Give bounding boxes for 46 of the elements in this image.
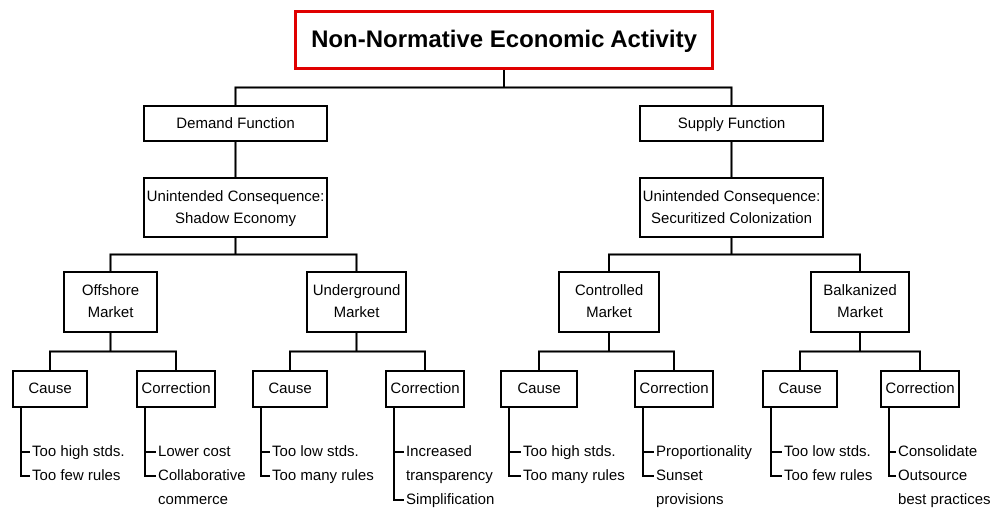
title-box: Non-Normative Economic Activity bbox=[294, 10, 714, 70]
connector-line bbox=[859, 333, 921, 370]
list-item-text: Too high stds. bbox=[32, 440, 132, 464]
connector-line bbox=[503, 70, 732, 105]
process-box: Balkanized Market bbox=[810, 271, 910, 333]
process-box: Cause bbox=[500, 370, 578, 408]
process-box: Correction bbox=[634, 370, 714, 408]
process-box: Cause bbox=[12, 370, 88, 408]
list-item-text: Simplification bbox=[406, 488, 506, 512]
list-item-text: Too few rules bbox=[32, 464, 132, 488]
connector-line bbox=[888, 408, 896, 477]
list-item-text: Too many rules bbox=[272, 464, 384, 488]
list-item-text: Too many rules bbox=[523, 464, 635, 488]
process-box: Underground Market bbox=[306, 271, 407, 333]
list-item-text: Consolidate bbox=[898, 440, 988, 464]
list-item-text: Collaborative commerce bbox=[158, 464, 250, 512]
process-box: Correction bbox=[880, 370, 960, 408]
list-item-text: Too few rules bbox=[784, 464, 884, 488]
connector-line bbox=[356, 333, 426, 370]
list-item-text: Proportionality bbox=[656, 440, 760, 464]
connector-line bbox=[234, 142, 236, 177]
process-box: Demand Function bbox=[143, 105, 328, 142]
list-item-text: Too low stds. bbox=[272, 440, 382, 464]
process-box: Cause bbox=[252, 370, 328, 408]
connector-line bbox=[260, 408, 270, 477]
process-box: Unintended Consequence: Shadow Economy bbox=[143, 177, 328, 238]
list-item-text: Too high stds. bbox=[523, 440, 633, 464]
list-item-text: Outsource best practices bbox=[898, 464, 992, 512]
connector-line bbox=[20, 408, 30, 477]
list-item-text: Lower cost bbox=[158, 440, 248, 464]
connector-line bbox=[730, 142, 732, 177]
list-item-text: Too low stds. bbox=[784, 440, 884, 464]
connector-line bbox=[110, 333, 177, 370]
process-box: Offshore Market bbox=[63, 271, 158, 333]
process-box: Cause bbox=[762, 370, 838, 408]
connector-line bbox=[393, 408, 404, 501]
process-box: Supply Function bbox=[639, 105, 824, 142]
process-box: Correction bbox=[385, 370, 465, 408]
connector-line bbox=[234, 238, 358, 271]
process-box: Controlled Market bbox=[558, 271, 660, 333]
connector-line bbox=[508, 408, 521, 477]
process-box: Unintended Consequence: Securitized Colonization bbox=[639, 177, 824, 238]
list-item-text: Sunset provisions bbox=[656, 464, 736, 512]
process-box: Correction bbox=[136, 370, 216, 408]
connector-line bbox=[608, 333, 675, 370]
list-item-text: Increased transparency bbox=[406, 440, 498, 488]
